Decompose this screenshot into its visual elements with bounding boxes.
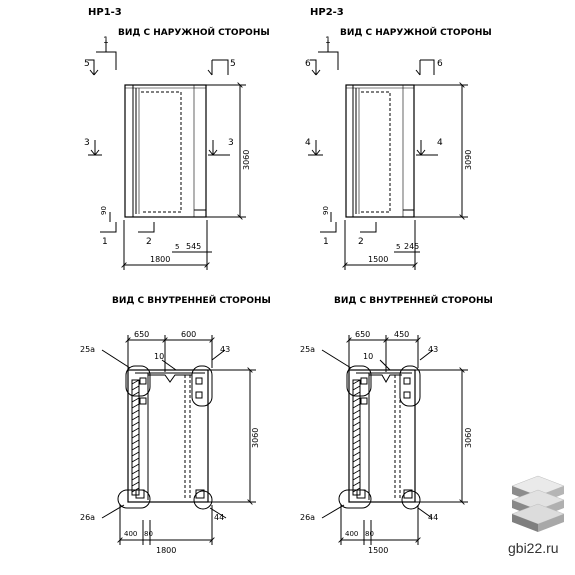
hp13-mark-label: НР1-3 — [88, 7, 122, 18]
hp13-outer-width: 1800 — [150, 255, 170, 264]
hp13-section-3-right: 3 — [228, 138, 234, 148]
hp13-inner-view: ВИД С ВНУТРЕННЕЙ СТОРОНЫ — [80, 294, 271, 555]
hp23-section-6-right: 6 — [437, 59, 443, 69]
hp23-node-44: 44 — [428, 513, 438, 522]
hp23-node-25a: 25а — [300, 345, 315, 354]
hp23-dim-650: 650 — [355, 330, 370, 339]
hp13-section-1-bottom: 1 — [102, 237, 108, 247]
hp13-node-25a: 25а — [80, 345, 95, 354]
site-logo: gbi22.ru — [508, 475, 565, 556]
stacked-slabs-icon — [511, 475, 565, 532]
hp23-dim-245: 245 — [404, 242, 419, 251]
hp13-outer-dimensions — [109, 82, 246, 270]
hp13-dim-400: 400 — [124, 530, 137, 538]
hp23-dim-80: 80 — [365, 530, 374, 538]
hp23-inner-view: ВИД С ВНУТРЕННЕЙ СТОРОНЫ — [300, 294, 493, 555]
hp13-dim-650: 650 — [134, 330, 149, 339]
hp13-section-2-bottom: 2 — [146, 237, 152, 247]
hp13-section-1-top: 1 — [103, 36, 109, 46]
hp13-dim-80: 80 — [144, 530, 153, 538]
hp13-dim-90: 90 — [100, 206, 108, 215]
hp23-inner-width: 1500 — [368, 546, 388, 555]
hp13-node-44: 44 — [214, 513, 224, 522]
hp23-section-4-left: 4 — [305, 138, 311, 148]
hp23-outer-title: ВИД С НАРУЖНОЙ СТОРОНЫ — [340, 26, 492, 38]
hp13-dim-600: 600 — [181, 330, 196, 339]
hp23-outer-height: 3090 — [464, 150, 473, 170]
hp13-inner-width: 1800 — [156, 546, 176, 555]
hp23-dim-450: 450 — [394, 330, 409, 339]
hp23-section-2-bottom: 2 — [358, 237, 364, 247]
hp23-inner-height: 3060 — [464, 428, 473, 448]
hp23-inner-panel — [338, 365, 421, 510]
hp13-inner-title: ВИД С ВНУТРЕННЕЙ СТОРОНЫ — [112, 294, 271, 306]
hp13-outer-height: 3060 — [242, 150, 251, 170]
hp23-dim-400: 400 — [345, 530, 358, 538]
hp23-inner-dimensions — [321, 335, 468, 545]
hp23-section-1-top: 1 — [325, 36, 331, 46]
hp23-section-4-right: 4 — [437, 138, 443, 148]
hp13-inner-dimensions — [101, 335, 256, 545]
hp13-dim-10: 10 — [154, 352, 164, 361]
hp23-dim-5: 5 — [396, 243, 400, 251]
hp23-dim-90: 90 — [322, 206, 330, 215]
hp23-section-marks — [308, 40, 438, 233]
hp23-outer-dimensions — [330, 82, 468, 270]
hp23-mark-label: НР2-3 — [310, 7, 344, 18]
hp23-node-43: 43 — [428, 345, 438, 354]
hp23-outer-width: 1500 — [368, 255, 388, 264]
hp13-section-5-right: 5 — [230, 59, 236, 69]
hp13-outer-panel — [124, 84, 207, 218]
hp13-section-marks — [88, 40, 230, 233]
hp13-dim-545: 545 — [186, 242, 201, 251]
hp23-section-1-bottom: 1 — [323, 237, 329, 247]
hp13-outer-view: НР1-3 ВИД С НАРУЖНОЙ СТОРОНЫ — [84, 7, 270, 270]
hp23-outer-view: НР2-3 ВИД С НАРУЖНОЙ СТОРОНЫ — [305, 7, 492, 270]
hp23-inner-title: ВИД С ВНУТРЕННЕЙ СТОРОНЫ — [334, 294, 493, 306]
hp13-inner-panel — [117, 365, 213, 510]
watermark-text: gbi22.ru — [508, 540, 559, 556]
hp23-outer-panel — [345, 84, 415, 218]
hp13-node-43: 43 — [220, 345, 230, 354]
hp13-section-5-left: 5 — [84, 59, 90, 69]
hp13-inner-height: 3060 — [251, 428, 260, 448]
hp23-section-6-left: 6 — [305, 59, 311, 69]
hp23-node-26a: 26а — [300, 513, 315, 522]
hp13-section-3-left: 3 — [84, 138, 90, 148]
hp13-node-26a: 26а — [80, 513, 95, 522]
hp23-dim-10: 10 — [363, 352, 373, 361]
hp13-outer-title: ВИД С НАРУЖНОЙ СТОРОНЫ — [118, 26, 270, 38]
hp13-dim-5: 5 — [175, 243, 179, 251]
